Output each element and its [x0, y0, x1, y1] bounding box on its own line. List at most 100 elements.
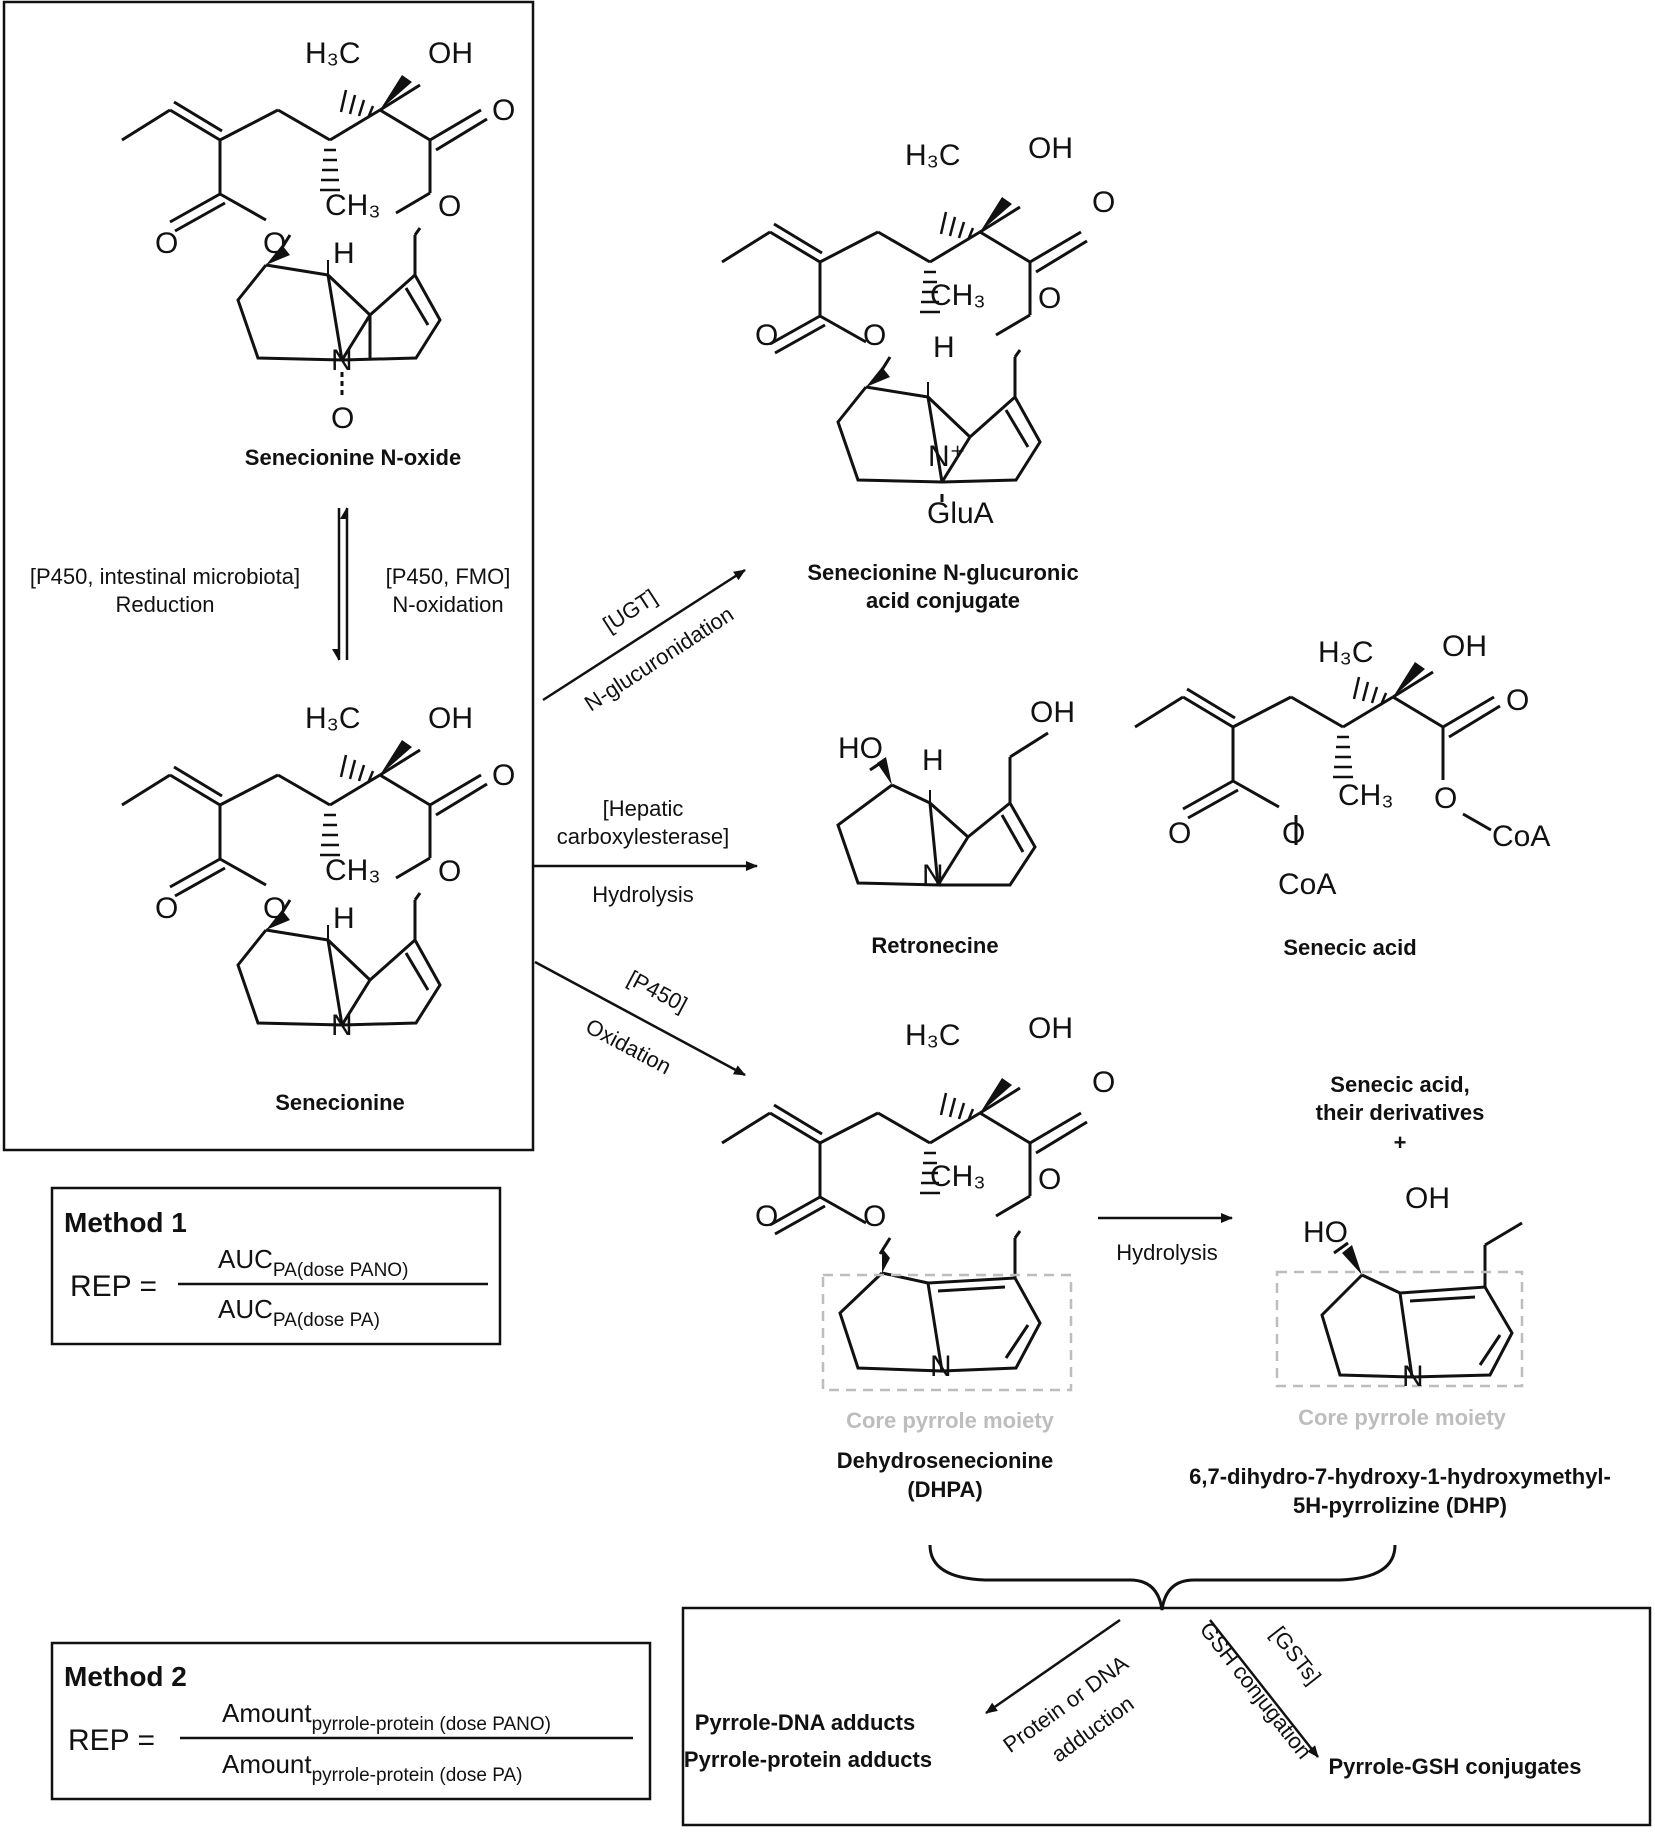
h-label: H — [333, 902, 355, 935]
n-oxide-o-label: O — [331, 402, 354, 435]
method2-den-main: Amount — [222, 1749, 312, 1779]
h-label: H — [933, 331, 955, 364]
ester-o-label: O — [863, 319, 886, 352]
carbonyl-o-label: O — [155, 227, 178, 260]
h-label: H — [333, 237, 355, 270]
n-label: N — [331, 344, 353, 377]
grouping-brace — [928, 1544, 1397, 1611]
n-label: N — [930, 1350, 952, 1383]
p450-label: [P450] — [624, 965, 692, 1017]
glua-label: GluA — [927, 497, 994, 530]
oh-label: OH — [428, 37, 473, 70]
ester-o-label: O — [863, 1200, 886, 1233]
h3c-label: H₃C — [305, 702, 361, 735]
dhpa-core-pyrrole-box — [821, 1273, 1073, 1392]
plus-sign: + — [1394, 1130, 1407, 1155]
adduction-arrow — [985, 1618, 1121, 1715]
h3c-label: H₃C — [905, 1019, 961, 1052]
ester-o-label: O — [1282, 817, 1305, 850]
coa-label: CoA — [1278, 868, 1336, 901]
n-oxidation-label: N-oxidation — [392, 592, 503, 617]
ch3-label: CH₃ — [930, 1160, 986, 1193]
method1-num-sub: PA(dose PANO) — [273, 1260, 409, 1281]
carbonyl-o-label: O — [155, 892, 178, 925]
senecic-deriv-line2: their derivatives — [1316, 1100, 1485, 1125]
dhpa-core-pyrrole-label: Core pyrrole moiety — [846, 1408, 1055, 1433]
ch3-label: CH₃ — [1338, 779, 1394, 812]
n-label: N — [922, 859, 944, 892]
n-glucuronidation-arrow — [542, 568, 746, 702]
dhpa-structure — [720, 1078, 1088, 1373]
dhp-core-pyrrole-label: Core pyrrole moiety — [1298, 1405, 1507, 1430]
hydrolysis-label: Hydrolysis — [592, 882, 693, 907]
oh-label: OH — [1405, 1182, 1450, 1215]
method1-box — [50, 1186, 502, 1346]
fmo-enzyme-label: [P450, FMO] — [386, 564, 511, 589]
ch3-label: CH₃ — [325, 854, 381, 887]
carbonyl-o-label: O — [755, 1200, 778, 1233]
ester-o-label: O — [438, 190, 461, 223]
pyrrole-gsh-conjugates: Pyrrole-GSH conjugates — [1328, 1754, 1581, 1779]
ester-o-label: O — [1038, 1163, 1061, 1196]
pyrrole-protein-adducts: Pyrrole-protein adducts — [684, 1747, 932, 1772]
carbonyl-o-label: O — [1092, 186, 1115, 219]
n-plus-label: N⁺ — [928, 440, 966, 473]
ester-o-label: O — [1038, 282, 1061, 315]
oxidation-arrow — [534, 960, 746, 1077]
method2-lhs: REP = — [68, 1724, 155, 1757]
method2-num-sub: pyrrole-protein (dose PANO) — [312, 1714, 551, 1735]
senecionine-n-oxide-name: Senecionine N-oxide — [245, 445, 461, 470]
n-label: N — [331, 1009, 353, 1042]
ester-o-label: O — [263, 227, 286, 260]
ch3-label: CH₃ — [325, 189, 381, 222]
senecic-acid-structure — [1133, 662, 1501, 845]
n-glucuronic-name-line1: Senecionine N-glucuronic — [807, 560, 1078, 585]
senecic-deriv-line1: Senecic acid, — [1330, 1072, 1469, 1097]
ester-o-label: O — [263, 892, 286, 925]
retronecine-structure — [836, 731, 1049, 887]
oh-label: OH — [428, 702, 473, 735]
reduction-label: Reduction — [115, 592, 214, 617]
method1-denominator: AUCPA(dose PA) — [218, 1294, 380, 1331]
method1-num-main: AUC — [218, 1244, 273, 1274]
h3c-label: H₃C — [305, 37, 361, 70]
method1-numerator: AUCPA(dose PANO) — [218, 1244, 408, 1281]
ester-o-label: O — [1434, 782, 1457, 815]
gsh-conjugation-arrow — [1209, 1619, 1319, 1758]
dhpa-name-line1: Dehydrosenecionine — [837, 1448, 1053, 1473]
h-label: H — [922, 744, 944, 777]
method2-denominator: Amountpyrrole-protein (dose PA) — [222, 1749, 522, 1786]
carbonyl-o-label: O — [492, 759, 515, 792]
dhpa-name-line2: (DHPA) — [907, 1477, 982, 1502]
h3c-label: H₃C — [905, 139, 961, 172]
ho-label: HO — [1303, 1216, 1348, 1249]
method2-numerator: Amountpyrrole-protein (dose PANO) — [222, 1698, 551, 1735]
oh-label: OH — [1442, 630, 1487, 663]
hepatic-label: [Hepatic — [603, 796, 684, 821]
carbonyl-o-label: O — [1506, 684, 1529, 717]
carbonyl-o-label: O — [1092, 1066, 1115, 1099]
ester-o-label: O — [438, 855, 461, 888]
dhp-name-line1: 6,7-dihydro-7-hydroxy-1-hydroxymethyl- — [1189, 1464, 1611, 1489]
ho-label: HO — [838, 732, 883, 765]
dhp-core-pyrrole-box — [1275, 1270, 1524, 1388]
method1-den-sub: PA(dose PA) — [273, 1310, 380, 1331]
ch3-label: CH₃ — [930, 279, 986, 312]
oxidation-label: Oxidation — [582, 1014, 676, 1080]
oh-label: OH — [1028, 132, 1073, 165]
carboxylesterase-label: carboxylesterase] — [557, 824, 729, 849]
carbonyl-o-label: O — [1168, 817, 1191, 850]
dhp-structure — [1320, 1221, 1523, 1379]
method1-lhs: REP = — [70, 1270, 157, 1303]
senecionine-structure — [120, 740, 488, 1027]
oh-label: OH — [1028, 1012, 1073, 1045]
carbonyl-o-label: O — [755, 319, 778, 352]
method1-den-main: AUC — [218, 1294, 273, 1324]
oh-label: OH — [1030, 696, 1075, 729]
gsts-label: [GSTs] — [1266, 1622, 1326, 1689]
method2-num-main: Amount — [222, 1698, 312, 1728]
method2-den-sub: pyrrole-protein (dose PA) — [312, 1765, 523, 1786]
n-glucuronic-name-line2: acid conjugate — [866, 588, 1020, 613]
senecionine-name: Senecionine — [275, 1090, 405, 1115]
